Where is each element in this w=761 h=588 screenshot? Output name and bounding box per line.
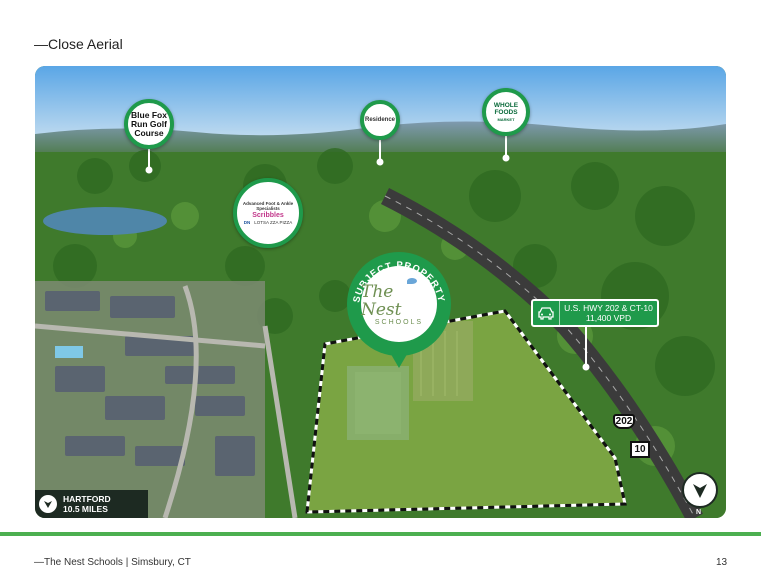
advanced-foot-ankle-logo: Advanced Foot & Ankle Specialists	[242, 201, 294, 211]
golf-pin-stem	[148, 148, 150, 168]
highway-name: U.S. HWY 202 & CT-10	[564, 303, 653, 313]
pizza-logo: LOTSA ZZA PIZZA	[254, 220, 293, 225]
golf-course-pin: Blue Fox Run Golf Course	[124, 99, 174, 149]
nest-logo-sub: SCHOOLS	[374, 318, 424, 326]
car-icon	[533, 301, 560, 325]
footer-rule	[0, 532, 761, 536]
us-202-shield: 202	[613, 414, 635, 429]
hartford-distance-label: HARTFORD 10.5 MILES	[35, 490, 148, 518]
north-arrow-icon	[682, 472, 718, 508]
whole-foods-logo: WHOLE FOODS	[493, 101, 519, 116]
nest-logo-text: The Nest	[361, 281, 402, 320]
ct-10-shield: 10	[630, 441, 650, 458]
subject-pointer	[385, 344, 413, 368]
highway-traffic-label: U.S. HWY 202 & CT-10 11,400 VPD	[531, 299, 659, 327]
footer-title: —The Nest Schools | Simsbury, CT	[34, 557, 191, 568]
scribbles-logo: Scribbles	[252, 212, 284, 219]
residence-logo: Residence	[364, 117, 395, 123]
direction-arrow-icon	[39, 495, 57, 513]
wholefoods-pin-stem	[505, 136, 507, 156]
whole-foods-sub: MARKET	[497, 116, 515, 122]
residence-pin-dot	[376, 158, 384, 166]
compass-north-letter: N	[696, 509, 702, 516]
residence-pin-stem	[379, 140, 381, 160]
highway-label-stem	[585, 327, 587, 365]
retail-cluster-pin: Advanced Foot & Ankle Specialists Scribb…	[233, 178, 303, 248]
subject-property-marker: SUBJECT PROPERTY The Nest SCHOOLS	[347, 252, 451, 372]
dnd-logo: DN	[243, 220, 251, 225]
section-title: —Close Aerial	[34, 36, 123, 52]
residence-inn-pin: Residence	[360, 100, 400, 140]
golf-pin-dot	[145, 166, 153, 174]
highway-vpd: 11,400 VPD	[585, 313, 632, 323]
wholefoods-pin-dot	[502, 154, 510, 162]
highway-label-dot	[582, 363, 590, 371]
page-number: 13	[716, 557, 728, 568]
hartford-distance: 10.5 MILES	[63, 504, 108, 514]
hartford-name: HARTFORD	[63, 494, 111, 504]
whole-foods-pin: WHOLE FOODS MARKET	[482, 88, 530, 136]
golf-course-label: Blue Fox Run Golf Course	[131, 109, 167, 138]
bird-icon	[407, 278, 417, 284]
nest-logo-circle: The Nest SCHOOLS	[361, 266, 437, 342]
